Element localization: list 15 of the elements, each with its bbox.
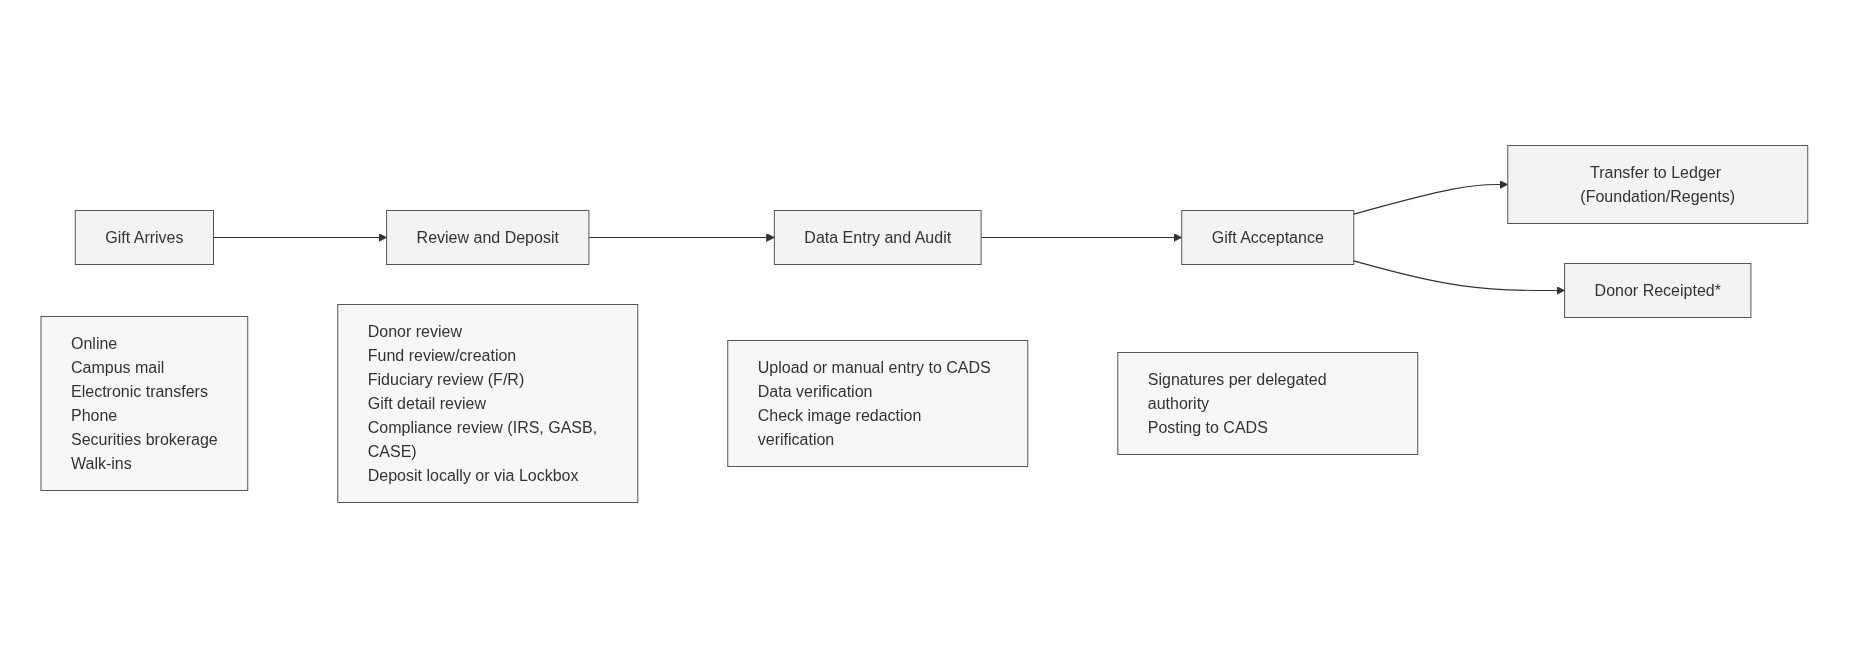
node-box: Upload or manual entry to CADS Data verification Check image redaction verification bbox=[727, 340, 1029, 467]
node-box: Donor review Fund review/creation Fiduciary review (F/R) Gift detail review Compliance review (IRS, GASB, CASE) Deposit locally or via Lockbox bbox=[337, 304, 639, 503]
node-box: Transfer to Ledger (Foundation/Regents) bbox=[1507, 145, 1809, 224]
node-box: Gift Arrives bbox=[74, 210, 215, 265]
arrow bbox=[980, 233, 1183, 242]
arrow bbox=[1353, 180, 1509, 215]
node-box: Donor Receipted* bbox=[1564, 263, 1752, 318]
node-box: Online Campus mail Electronic transfers Phone Securities brokerage Walk-ins bbox=[40, 316, 249, 491]
node-box: Review and Deposit bbox=[386, 210, 590, 265]
node-box: Signatures per delegated authority Posting to CADS bbox=[1117, 352, 1419, 455]
arrow bbox=[213, 233, 388, 242]
arrow bbox=[588, 233, 775, 242]
node-box: Data Entry and Audit bbox=[774, 210, 982, 265]
node-box: Gift Acceptance bbox=[1181, 210, 1355, 265]
arrow bbox=[1353, 260, 1566, 295]
